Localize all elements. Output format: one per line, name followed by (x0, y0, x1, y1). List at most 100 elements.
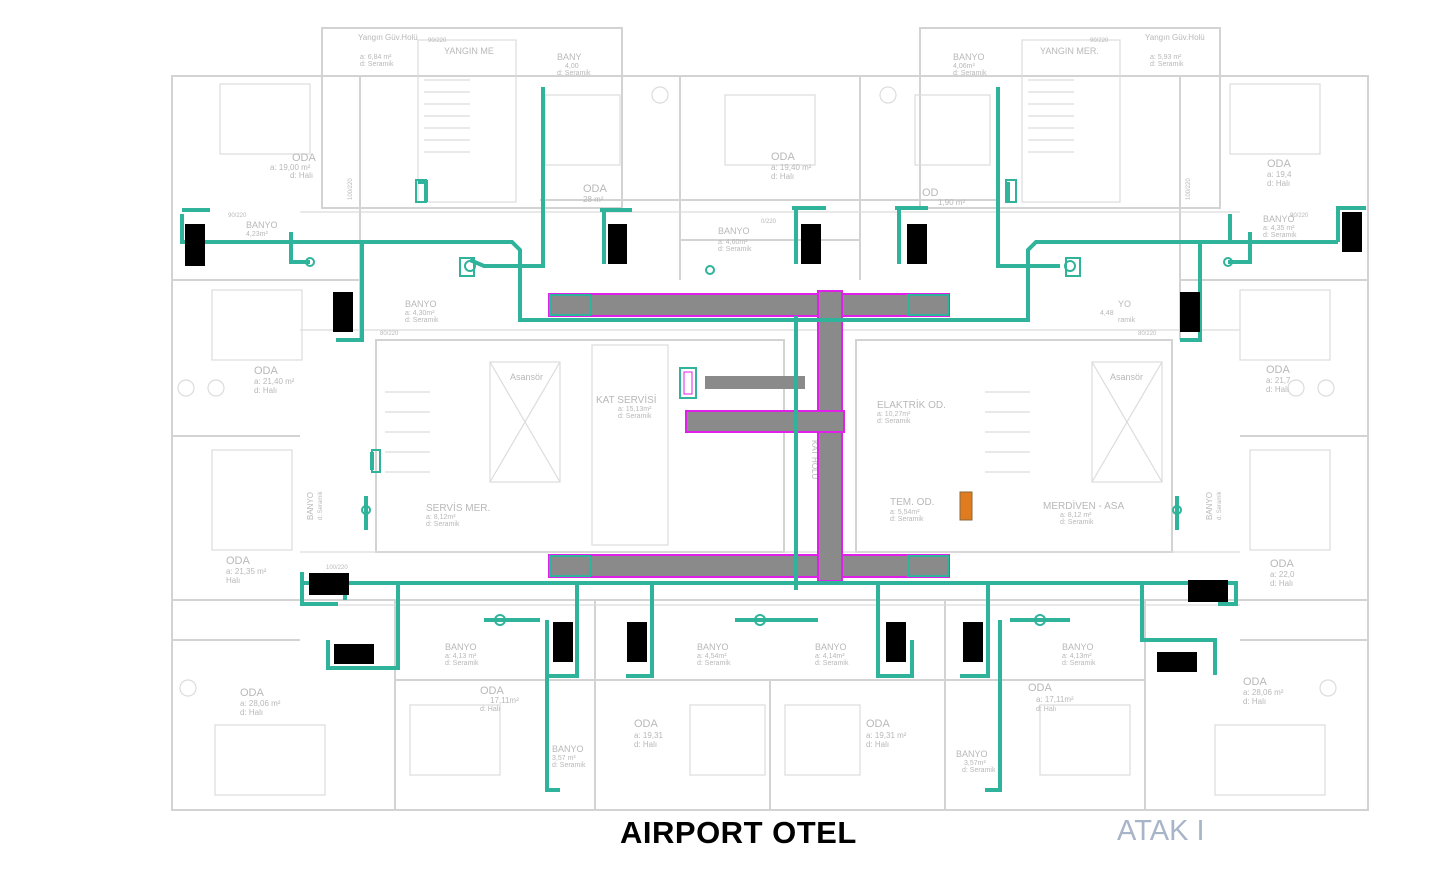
svg-text:BANYO: BANYO (1263, 214, 1295, 224)
svg-text:4,48: 4,48 (1100, 310, 1114, 317)
door-label: 100/220 (1186, 178, 1192, 200)
svg-text:a: 22,0: a: 22,0 (1270, 570, 1295, 579)
svg-text:d: Halı: d: Halı (254, 386, 277, 395)
air-ducts (548, 290, 950, 582)
svg-text:d: Seramik: d: Seramik (557, 70, 591, 77)
svg-text:d: Halı: d: Halı (1266, 385, 1289, 394)
room-label: Asansör (1110, 372, 1143, 382)
exhaust-fan (679, 367, 697, 399)
svg-text:d: Seramik: d: Seramik (890, 516, 924, 523)
svg-text:a: 28,06 m²: a: 28,06 m² (240, 699, 281, 708)
svg-text:BANYO: BANYO (445, 642, 477, 652)
riser-duct (817, 290, 843, 582)
svg-text:ODA: ODA (240, 687, 265, 699)
svg-text:BANYO: BANYO (405, 299, 437, 309)
svg-text:BANYO: BANYO (1062, 642, 1094, 652)
svg-text:Yangın Güv.Holü: Yangın Güv.Holü (358, 33, 418, 42)
svg-text:d: Seramik: d: Seramik (1062, 660, 1096, 667)
svg-text:a: 6,84 m²: a: 6,84 m² (360, 54, 392, 61)
svg-text:d: Seramik: d: Seramik (953, 70, 987, 77)
lower-main-duct (548, 554, 950, 578)
svg-text:d: Seramik: d: Seramik (1263, 232, 1297, 239)
door-label: 100/220 (348, 178, 354, 200)
svg-text:a: 15,13m²: a: 15,13m² (618, 406, 652, 413)
svg-text:SERVİS MER.: SERVİS MER. (426, 501, 490, 514)
svg-text:d: Seramik: d: Seramik (1217, 490, 1223, 520)
svg-text:d: Halı: d: Halı (480, 706, 500, 713)
svg-text:3,57 m²: 3,57 m² (552, 755, 576, 762)
svg-text:a: 8,12 m²: a: 8,12 m² (1060, 512, 1092, 519)
svg-text:4,23m²: 4,23m² (246, 231, 268, 238)
svg-text:YANGIN ME: YANGIN ME (444, 46, 494, 56)
svg-text:a: 5,54m²: a: 5,54m² (890, 509, 920, 516)
room-label: Asansör (510, 372, 543, 382)
svg-text:d: Halı: d: Halı (1270, 579, 1293, 588)
svg-text:d: Seramik: d: Seramik (1150, 61, 1184, 68)
svg-text:ODA: ODA (583, 183, 608, 195)
watermark-text: ATAK I (1117, 815, 1205, 847)
upper-main-duct (548, 293, 950, 317)
svg-text:3,57m²: 3,57m² (964, 760, 986, 767)
svg-text:d: Halı: d: Halı (1243, 697, 1266, 706)
svg-text:TEM. OD.: TEM. OD. (890, 497, 934, 508)
pipe-fittings (305, 257, 1233, 626)
fan-coil-unit (1157, 652, 1197, 672)
fan-coil-unit (334, 644, 374, 664)
svg-text:a: 4,13m²: a: 4,13m² (1062, 653, 1092, 660)
svg-text:d: Seramik: d: Seramik (318, 490, 324, 520)
svg-text:a: 19,40 m²: a: 19,40 m² (771, 163, 812, 172)
svg-text:28 m²: 28 m² (583, 195, 604, 204)
svg-text:ODA: ODA (866, 718, 891, 730)
svg-text:1,90 m²: 1,90 m² (938, 198, 965, 207)
svg-text:a: 21,7: a: 21,7 (1266, 376, 1291, 385)
door-label: 80/220 (380, 331, 399, 337)
svg-text:ODA: ODA (292, 152, 317, 164)
svg-text:ODA: ODA (634, 718, 659, 730)
svg-text:d: Seramik: d: Seramik (962, 767, 996, 774)
svg-text:a: 19,00 m²: a: 19,00 m² (270, 163, 311, 172)
svg-text:d: Seramik: d: Seramik (552, 762, 586, 769)
svg-text:a: 8,12m²: a: 8,12m² (426, 514, 456, 521)
svg-text:a: 5,93 m²: a: 5,93 m² (1150, 54, 1182, 61)
svg-text:d: Halı: d: Halı (240, 708, 263, 717)
door-label: 80/220 (1138, 331, 1157, 337)
svg-text:BANYO: BANYO (697, 642, 729, 652)
svg-text:d: Seramik: d: Seramik (1060, 519, 1094, 526)
svg-text:a: 28,06 m²: a: 28,06 m² (1243, 688, 1284, 697)
svg-text:a: 4,14m²: a: 4,14m² (815, 653, 845, 660)
svg-text:a: 4,35 m²: a: 4,35 m² (1263, 225, 1295, 232)
svg-text:ODA: ODA (1028, 682, 1053, 694)
plan-title: AIRPORT OTEL (620, 815, 857, 850)
room-label: KAT HOLÜ (810, 440, 819, 479)
fan-coil-unit (1180, 292, 1200, 332)
svg-text:d: Seramik: d: Seramik (445, 660, 479, 667)
svg-text:BANYO: BANYO (953, 52, 985, 62)
svg-text:KAT HOLÜ: KAT HOLÜ (810, 440, 819, 479)
svg-text:d: Seramik: d: Seramik (405, 317, 439, 324)
fan-coil-unit (801, 224, 821, 264)
svg-text:a: 4,60m²: a: 4,60m² (718, 239, 748, 246)
fan-coil-unit (608, 224, 627, 264)
svg-text:MERDİVEN - ASA: MERDİVEN - ASA (1043, 499, 1124, 512)
svg-text:d: Seramik: d: Seramik (815, 660, 849, 667)
